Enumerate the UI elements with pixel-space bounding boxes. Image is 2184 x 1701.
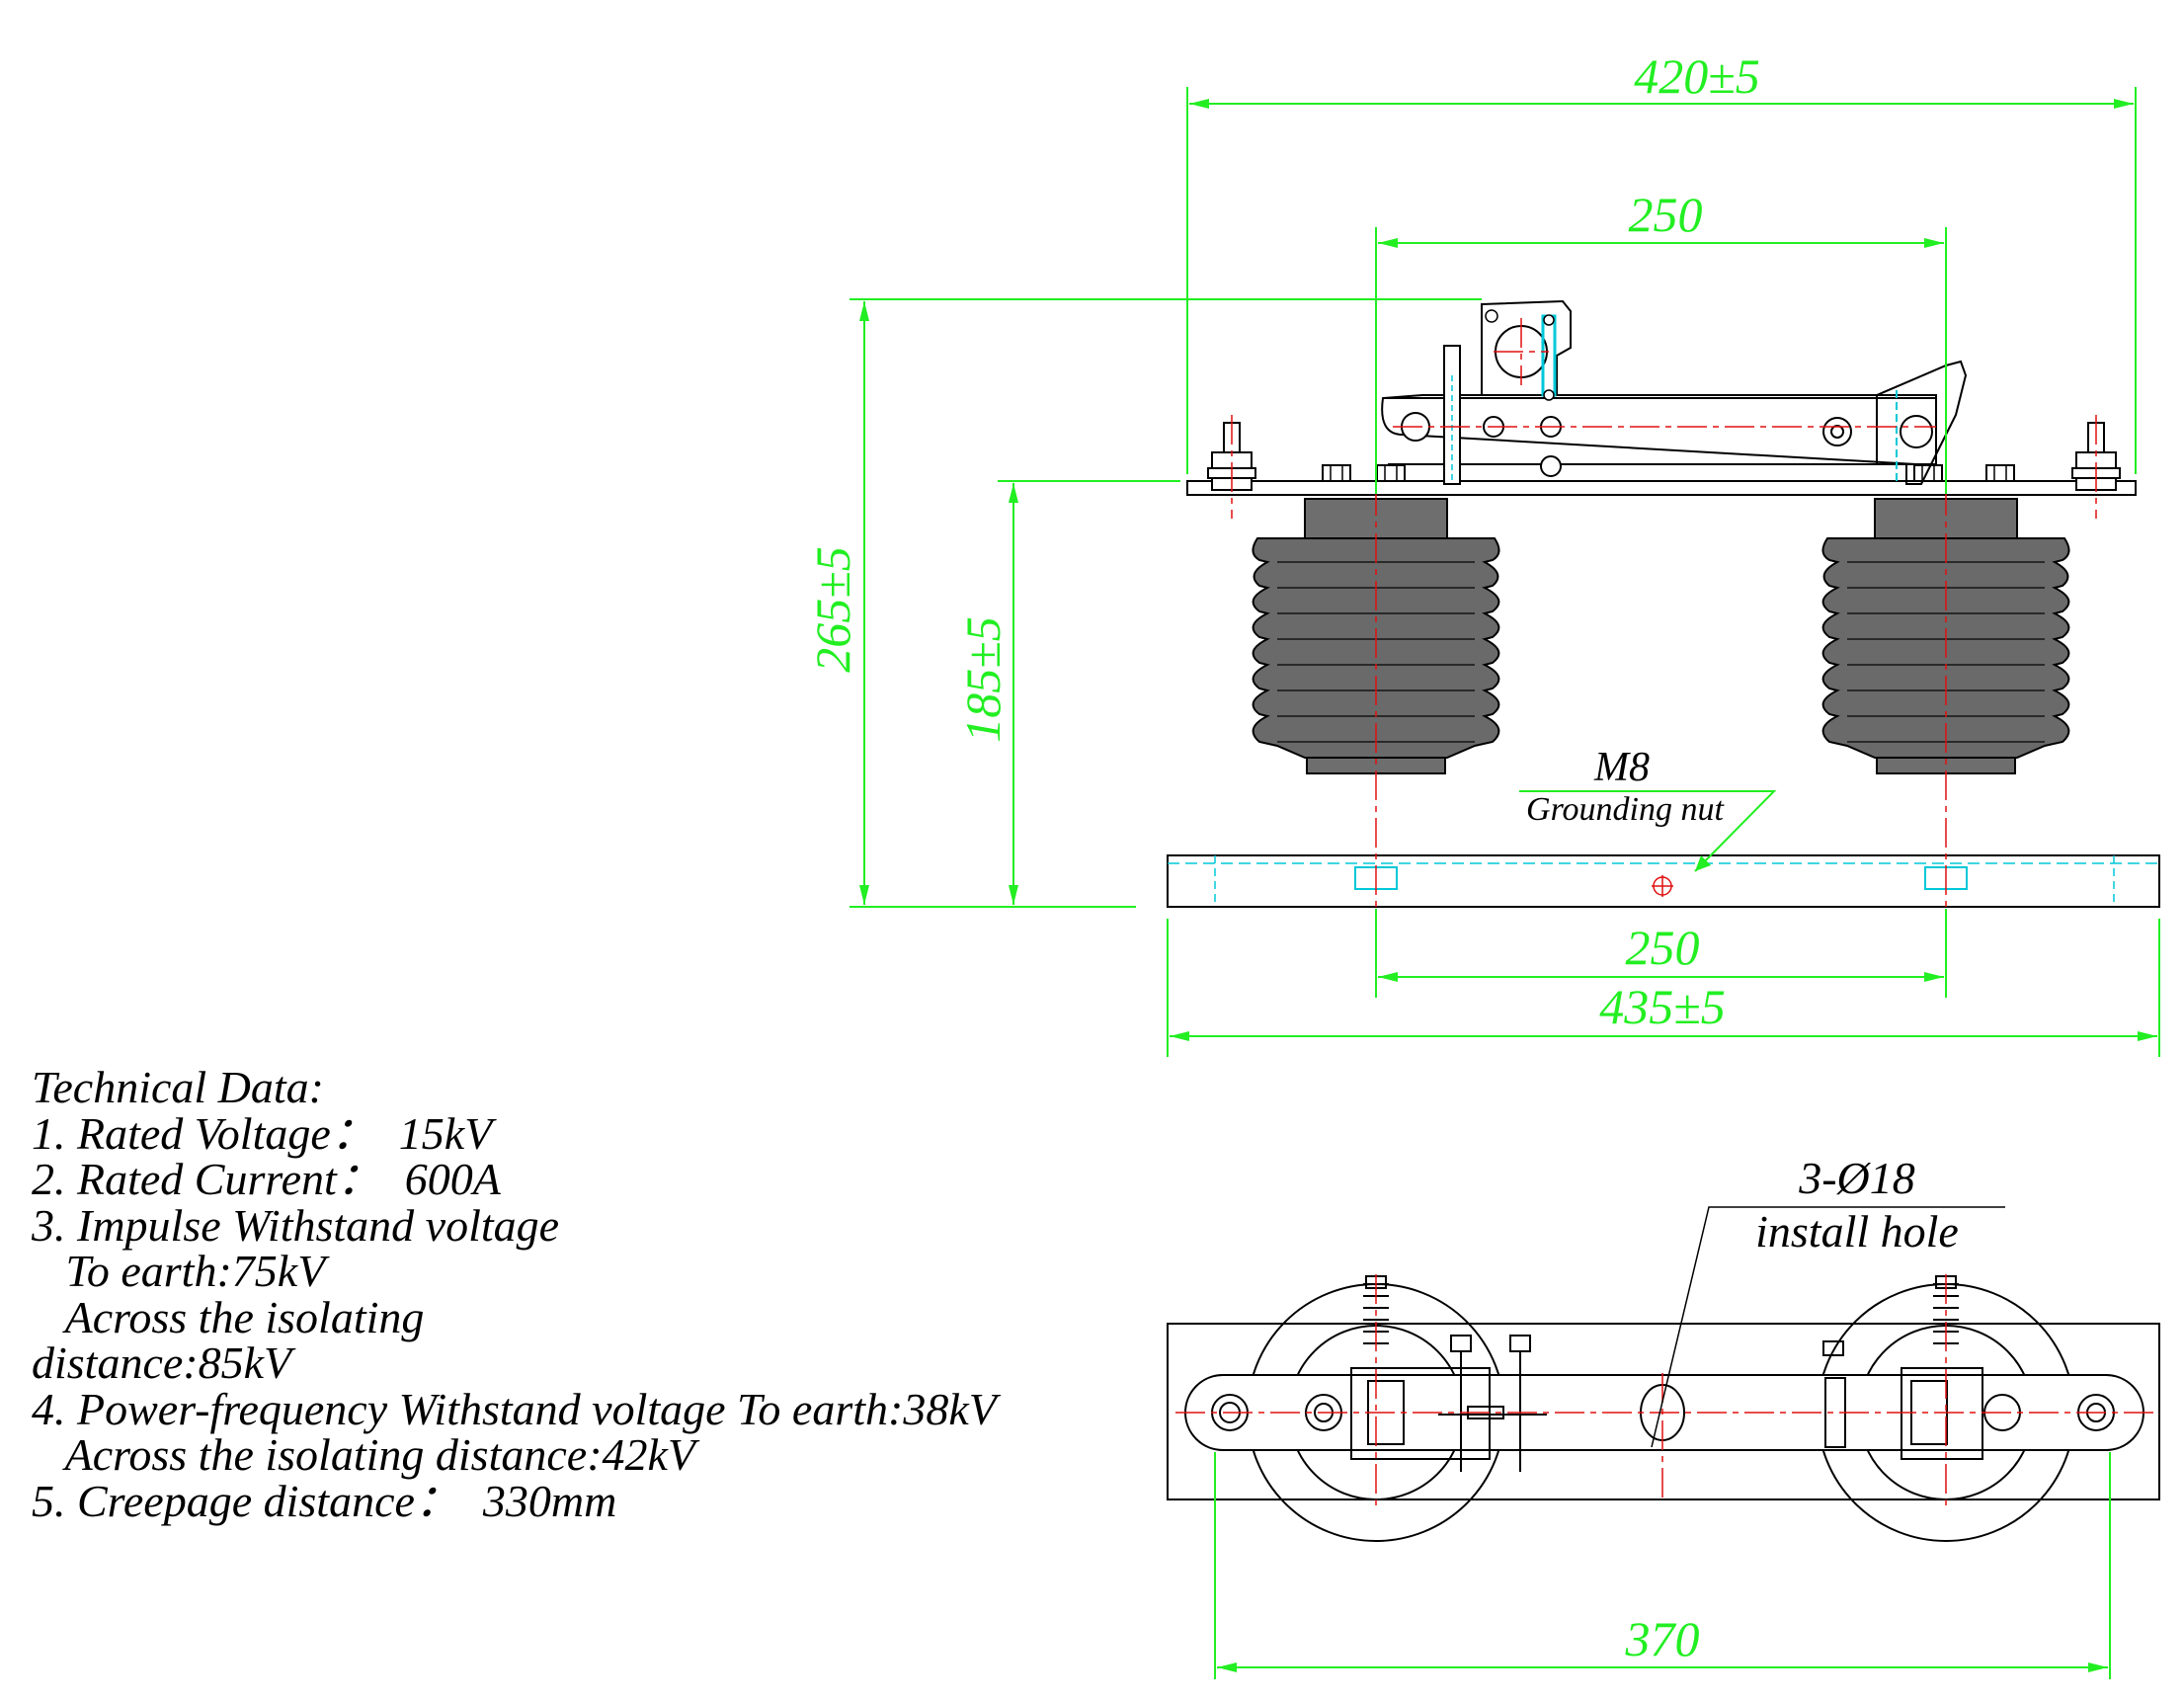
dim-contact-spacing: 250 — [1629, 187, 1703, 242]
hole-label: install hole — [1755, 1206, 1959, 1256]
technical-data-line: Across the isolating — [32, 1291, 425, 1342]
technical-data-line: To earth:75kV — [32, 1246, 326, 1296]
technical-data-line: 3. Impulse Withstand voltage — [32, 1199, 560, 1251]
technical-data-line: 4. Power-frequency Withstand voltage To … — [32, 1383, 997, 1434]
nut — [1985, 464, 2015, 482]
technical-data-line: 2. Rated Current： 600A — [32, 1154, 501, 1204]
operating-eye — [1481, 299, 1572, 401]
technical-data-line: 5. Creepage distance： 330mm — [32, 1475, 617, 1526]
technical-data-title: Technical Data: — [32, 1062, 324, 1112]
dim-base-length: 435±5 — [1599, 979, 1725, 1034]
front-view — [1167, 296, 2160, 929]
technical-data-line: Across the isolating distance:42kV — [32, 1429, 696, 1480]
dim-base-hole-spacing: 250 — [1626, 920, 1700, 975]
hole-leader — [1651, 1206, 2005, 1448]
grounding-size: M8 — [1593, 745, 1650, 790]
dim-total-height: 265±5 — [805, 546, 860, 672]
nut — [1322, 464, 1351, 482]
hole-spec: 3-Ø18 — [1798, 1153, 1915, 1203]
technical-data-line: 1. Rated Voltage： 15kV — [32, 1107, 493, 1159]
technical-data-line: distance:85kV — [32, 1337, 292, 1388]
technical-data: Technical Data: 1. Rated Voltage： 15kV 2… — [32, 1062, 1168, 1526]
dim-insulator-height: 185±5 — [955, 616, 1011, 742]
dim-overall-width: 420±5 — [1634, 48, 1759, 104]
grounding-label: Grounding nut — [1526, 791, 1725, 828]
top-plate — [1186, 480, 2137, 496]
dimensions — [849, 87, 2160, 1679]
plan-view — [1167, 1206, 2160, 1542]
nut — [1913, 464, 1943, 482]
switch-blade — [1381, 345, 1968, 485]
nut — [1376, 464, 1406, 482]
dim-plan-hole-spacing: 370 — [1625, 1611, 1700, 1666]
